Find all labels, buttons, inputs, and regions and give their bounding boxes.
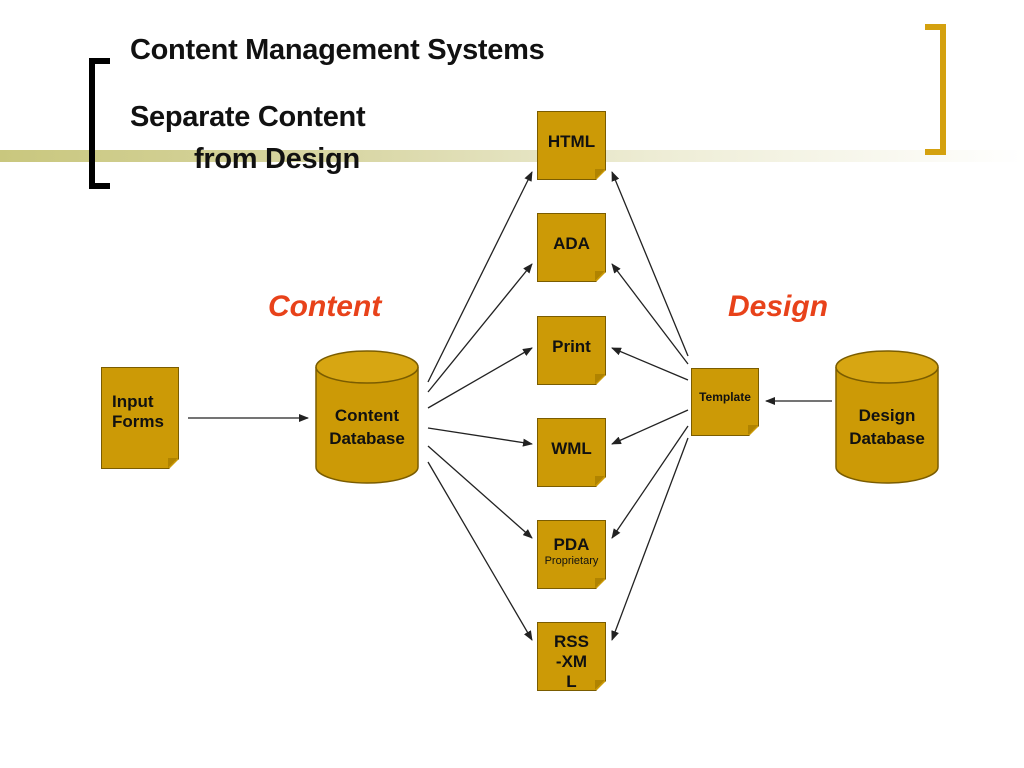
output-node-wml: WML <box>537 418 606 487</box>
arrow-template-to-wml <box>611 409 689 445</box>
template-node: Template <box>691 368 759 436</box>
page-fold-icon <box>595 680 605 690</box>
arrow-template-to-html <box>611 171 689 357</box>
page-fold-icon <box>595 476 605 486</box>
design-database-label: Design Database <box>834 404 940 450</box>
input-forms-node: Input Forms <box>101 367 179 469</box>
content-section-label: Content <box>268 290 382 323</box>
title-divider-band <box>0 150 1024 162</box>
arrow-content-to-ada <box>427 263 533 393</box>
design-database-line-2: Database <box>849 429 925 448</box>
slide-subtitle: Separate Content from Design <box>130 96 366 180</box>
output-label-rss-xml: RSS-XML <box>554 632 589 691</box>
design-database-cylinder-icon <box>835 350 939 484</box>
output-node-pda: PDA Proprietary <box>537 520 606 589</box>
page-fold-icon <box>595 271 605 281</box>
design-section-label: Design <box>728 290 829 323</box>
arrow-template-to-pda <box>611 425 689 539</box>
template-label: Template <box>699 390 751 404</box>
input-forms-line-1: Input <box>112 392 154 411</box>
subtitle-line-1: Separate Content <box>130 101 366 133</box>
arrow-template-to-print <box>611 347 689 381</box>
right-bracket <box>925 24 946 155</box>
content-database-cylinder-icon <box>315 350 419 484</box>
input-forms-line-2: Forms <box>112 412 164 431</box>
page-fold-icon <box>595 374 605 384</box>
arrow-content-to-rss <box>427 461 533 641</box>
output-label-print: Print <box>552 337 591 356</box>
output-node-print: Print <box>537 316 606 385</box>
slide-title: Content Management Systems <box>130 34 545 66</box>
page-fold-icon <box>168 458 178 468</box>
subtitle-line-2: from Design <box>194 143 360 175</box>
page-fold-icon <box>595 578 605 588</box>
output-label-pda: PDA <box>553 535 590 554</box>
output-node-html: HTML <box>537 111 606 180</box>
output-label-ada: ADA <box>553 234 590 253</box>
output-node-ada: ADA <box>537 213 606 282</box>
arrow-content-to-wml <box>427 427 533 447</box>
arrow-content-to-html <box>427 171 533 383</box>
page-fold-icon <box>748 425 758 435</box>
output-node-rss-xml: RSS-XML <box>537 622 606 691</box>
arrow-template-to-ada <box>611 263 689 365</box>
output-label-wml: WML <box>551 439 592 458</box>
content-database-line-2: Database <box>329 429 405 448</box>
output-label-html: HTML <box>547 132 596 151</box>
content-database-label: Content Database <box>314 404 420 450</box>
content-database-line-1: Content <box>334 406 400 425</box>
design-database-line-1: Design <box>858 406 916 425</box>
arrow-content-to-print <box>427 347 533 409</box>
left-bracket <box>89 58 110 189</box>
page-fold-icon <box>595 169 605 179</box>
output-sublabel-pda: Proprietary <box>544 555 599 567</box>
arrow-template-to-rss <box>611 437 689 641</box>
arrow-content-to-pda <box>427 445 533 539</box>
